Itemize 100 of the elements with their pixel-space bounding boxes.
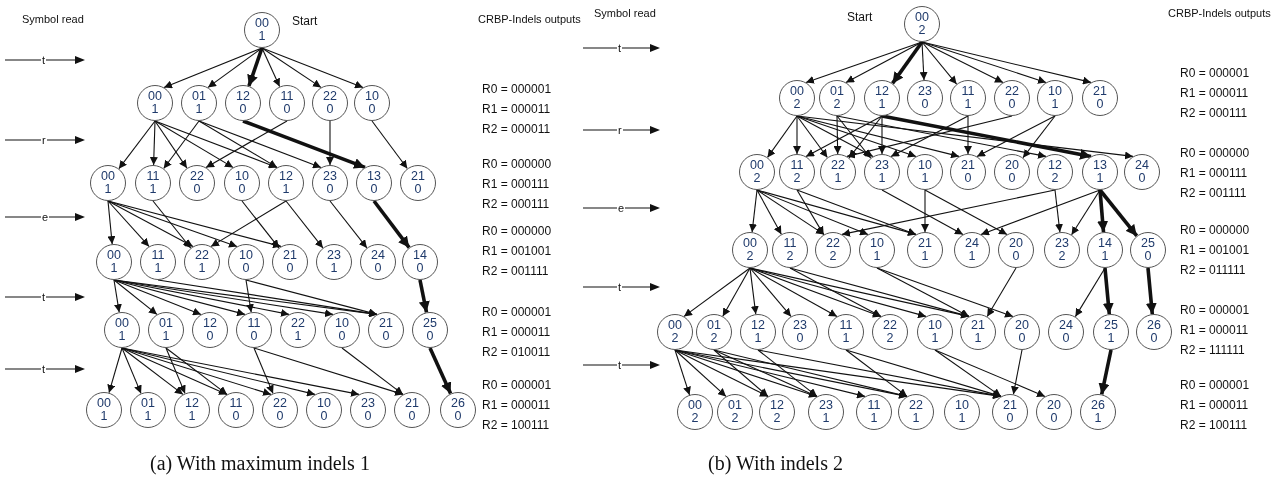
state-circle bbox=[898, 394, 934, 430]
arrow bbox=[107, 200, 194, 247]
state-value: 0 bbox=[1144, 250, 1152, 263]
arrow bbox=[154, 120, 234, 168]
arrow bbox=[876, 267, 970, 317]
arrow bbox=[766, 115, 798, 158]
arrow bbox=[749, 267, 792, 317]
state-value: 0 bbox=[193, 183, 201, 196]
state-value: 1 bbox=[912, 412, 920, 425]
arrow bbox=[107, 200, 150, 247]
register-value: R2 = 100111 bbox=[1180, 418, 1248, 432]
state-value: 11 bbox=[839, 319, 853, 332]
state-value: 12 bbox=[279, 170, 293, 183]
arrow bbox=[121, 347, 184, 395]
register-value: R2 = 010011 bbox=[482, 345, 551, 359]
state-value: 1 bbox=[118, 330, 126, 343]
arrow bbox=[341, 347, 404, 395]
state-value: 00 bbox=[790, 85, 804, 98]
state-circle bbox=[960, 314, 996, 350]
state-value: 1 bbox=[195, 103, 203, 116]
state-circle bbox=[356, 165, 392, 201]
state-value: 20 bbox=[1009, 237, 1023, 250]
state-value: 10 bbox=[1048, 85, 1062, 98]
arrow bbox=[976, 115, 1056, 157]
state-value: 01 bbox=[830, 85, 844, 98]
state-value: 0 bbox=[1138, 172, 1146, 185]
state-value: 0 bbox=[239, 103, 247, 116]
arrow bbox=[934, 349, 1002, 397]
symbol-label: t bbox=[41, 290, 47, 304]
state-value: 23 bbox=[361, 397, 375, 410]
state-circle bbox=[1048, 314, 1084, 350]
state-value: 1 bbox=[878, 172, 886, 185]
state-value: 23 bbox=[327, 249, 341, 262]
state-value: 2 bbox=[829, 250, 837, 263]
state-circle bbox=[324, 312, 360, 348]
state-value: 1 bbox=[144, 410, 152, 423]
state-value: 21 bbox=[283, 249, 297, 262]
arrow bbox=[836, 115, 1047, 159]
arrow bbox=[247, 47, 264, 87]
arrow bbox=[713, 349, 769, 397]
state-value: 22 bbox=[883, 319, 897, 332]
state-circle bbox=[402, 244, 438, 280]
state-value: 1 bbox=[878, 98, 886, 111]
state-circle bbox=[1037, 154, 1073, 190]
state-value: 24 bbox=[965, 237, 979, 250]
state-value: 00 bbox=[115, 317, 129, 330]
state-circle bbox=[360, 244, 396, 280]
state-circle bbox=[137, 85, 173, 121]
state-circle bbox=[218, 392, 254, 428]
state-value: 2 bbox=[671, 332, 679, 345]
state-value: 0 bbox=[1006, 412, 1014, 425]
state-value: 10 bbox=[317, 397, 331, 410]
state-circle bbox=[657, 314, 693, 350]
state-value: 01 bbox=[159, 317, 173, 330]
state-circle bbox=[1087, 232, 1123, 268]
arrow bbox=[326, 120, 334, 166]
state-value: 00 bbox=[668, 319, 682, 332]
arrow bbox=[113, 279, 158, 315]
state-circle bbox=[179, 165, 215, 201]
state-value: 2 bbox=[793, 172, 801, 185]
state-value: 26 bbox=[451, 397, 465, 410]
state-value: 12 bbox=[770, 399, 784, 412]
arrow bbox=[253, 347, 404, 396]
state-value: 1 bbox=[968, 250, 976, 263]
arrow bbox=[198, 120, 278, 168]
state-circle bbox=[819, 80, 855, 116]
state-value: 10 bbox=[365, 90, 379, 103]
arrow bbox=[756, 189, 869, 236]
state-value: 1 bbox=[188, 410, 196, 423]
state-value: 10 bbox=[918, 159, 932, 172]
arrow bbox=[154, 120, 278, 169]
state-circle bbox=[739, 154, 775, 190]
state-value: 1 bbox=[1101, 250, 1109, 263]
state-circle bbox=[998, 232, 1034, 268]
arrow bbox=[107, 347, 123, 394]
state-value: 21 bbox=[971, 319, 985, 332]
register-value: R0 = 000000 bbox=[1180, 223, 1250, 237]
arrow bbox=[198, 120, 322, 169]
state-value: 00 bbox=[750, 159, 764, 172]
state-value: 1 bbox=[921, 250, 929, 263]
register-value: R2 = 111111 bbox=[1180, 343, 1245, 357]
state-value: 1 bbox=[1051, 98, 1059, 111]
state-value: 1 bbox=[870, 412, 878, 425]
register-value: R0 = 000001 bbox=[1180, 303, 1250, 317]
state-circle bbox=[1044, 232, 1080, 268]
state-value: 22 bbox=[909, 399, 923, 412]
arrow bbox=[329, 200, 368, 249]
register-value: R0 = 000000 bbox=[482, 157, 552, 171]
arrow bbox=[805, 115, 883, 157]
arrow bbox=[371, 120, 408, 170]
state-circle bbox=[130, 392, 166, 428]
arrow bbox=[1098, 188, 1139, 238]
state-circle bbox=[228, 244, 264, 280]
state-value: 11 bbox=[783, 237, 797, 250]
arrow bbox=[796, 189, 825, 236]
state-value: 11 bbox=[146, 170, 160, 183]
state-value: 23 bbox=[323, 170, 337, 183]
arrow bbox=[245, 279, 254, 313]
arrow bbox=[163, 120, 200, 170]
state-circle bbox=[1130, 232, 1166, 268]
